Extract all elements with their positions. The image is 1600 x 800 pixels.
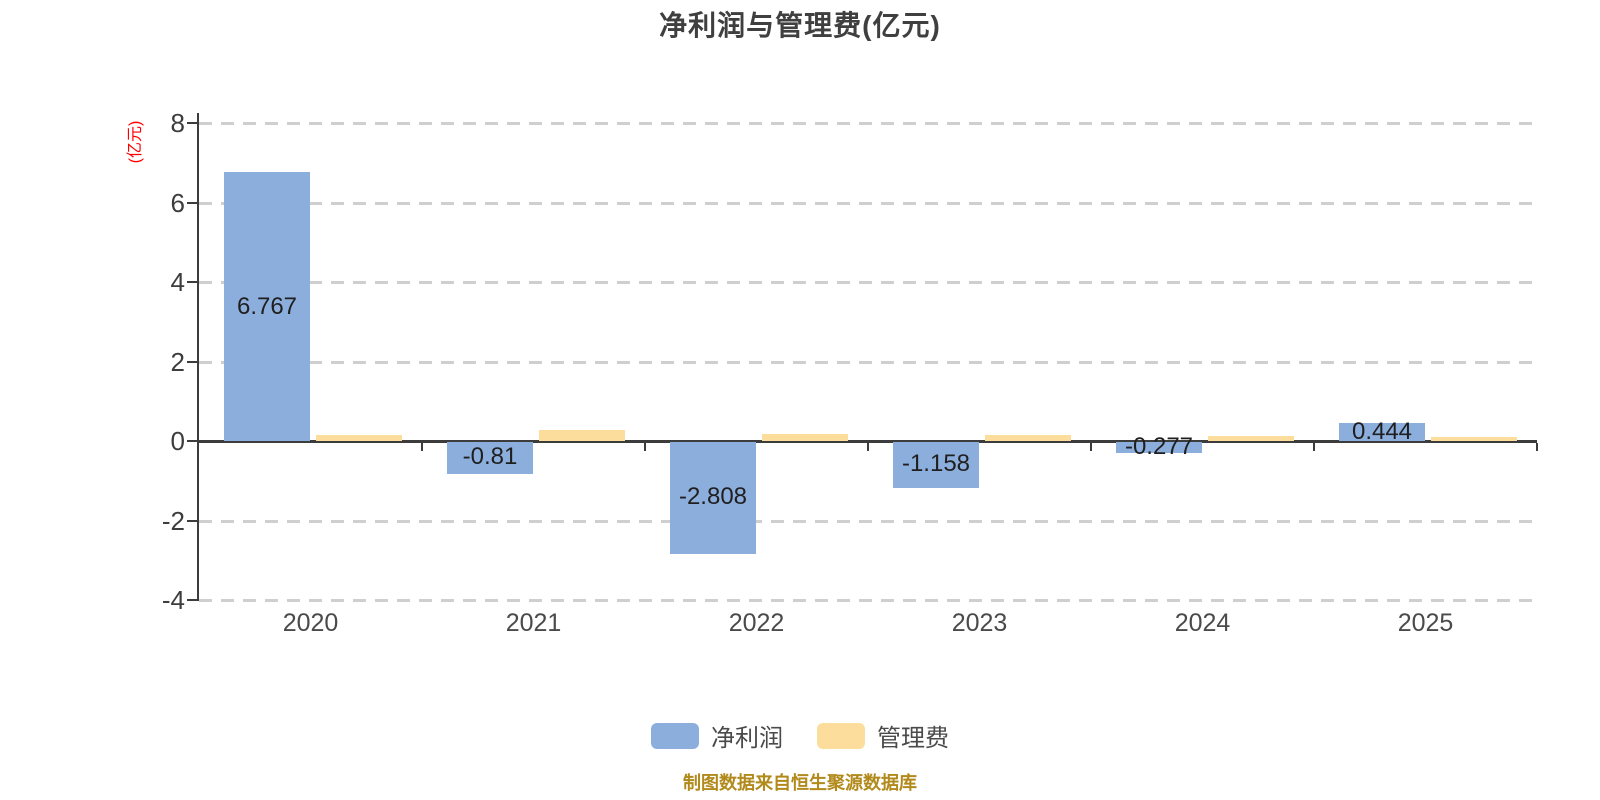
y-tick-label--4: -4 bbox=[161, 585, 185, 615]
y-tick-label-8: 8 bbox=[170, 108, 185, 138]
bar-value-label-2021: -0.81 bbox=[462, 443, 518, 470]
bar-net-profit-2025[interactable] bbox=[1339, 423, 1425, 441]
gridline-y--4 bbox=[199, 599, 1537, 602]
gridline-y-4 bbox=[199, 281, 1537, 284]
bar-net-profit-2023[interactable] bbox=[893, 442, 979, 488]
y-axis-tick-8 bbox=[187, 122, 199, 124]
x-tick-label-2020: 2020 bbox=[282, 609, 339, 637]
bar-management-fee-2020[interactable] bbox=[316, 435, 402, 441]
legend: 净利润 管理费 bbox=[0, 718, 1600, 753]
legend-item-management-fee[interactable]: 管理费 bbox=[817, 718, 949, 753]
bar-value-label-2025: 0.444 bbox=[1351, 418, 1413, 445]
bar-value-label-2022: -2.808 bbox=[678, 483, 748, 510]
y-tick-label--2: -2 bbox=[161, 505, 185, 536]
bar-net-profit-2024[interactable] bbox=[1116, 442, 1202, 453]
x-axis-tick-2 bbox=[644, 443, 646, 451]
legend-label-net-profit: 净利润 bbox=[711, 725, 783, 752]
bar-value-label-2020: 6.767 bbox=[236, 293, 298, 320]
net-profit-swatch-icon bbox=[651, 722, 699, 749]
x-tick-label-2021: 2021 bbox=[505, 609, 562, 637]
gridline-y-8 bbox=[199, 122, 1537, 125]
x-tick-label-2025: 2025 bbox=[1397, 609, 1454, 637]
bar-value-label-2024: -0.277 bbox=[1124, 433, 1194, 460]
bar-management-fee-2023[interactable] bbox=[985, 435, 1071, 441]
legend-label-management-fee: 管理费 bbox=[877, 725, 949, 752]
x-axis-tick-1 bbox=[421, 443, 423, 451]
y-tick-label-6: 6 bbox=[170, 187, 185, 218]
bar-management-fee-2022[interactable] bbox=[762, 434, 848, 441]
x-axis-line bbox=[199, 440, 1537, 443]
bar-management-fee-2024[interactable] bbox=[1208, 436, 1294, 441]
x-tick-label-2022: 2022 bbox=[728, 609, 785, 637]
y-axis-line bbox=[197, 113, 199, 600]
x-tick-label-2023: 2023 bbox=[951, 609, 1008, 637]
gridline-y-6 bbox=[199, 201, 1537, 205]
gridline-y--2 bbox=[199, 519, 1537, 523]
y-tick-label-0: 0 bbox=[170, 426, 185, 456]
y-axis-tick-0 bbox=[187, 440, 199, 442]
y-tick-label-4: 4 bbox=[170, 267, 185, 297]
y-axis-tick--4 bbox=[187, 599, 199, 601]
bar-management-fee-2021[interactable] bbox=[539, 430, 625, 441]
x-tick-label-2024: 2024 bbox=[1174, 609, 1231, 637]
x-axis-tick-6 bbox=[1536, 443, 1538, 451]
chart-title: 净利润与管理费(亿元) bbox=[659, 10, 941, 41]
y-axis-tick-6 bbox=[187, 201, 199, 204]
legend-item-net-profit[interactable]: 净利润 bbox=[651, 718, 783, 753]
data-source-note: 制图数据来自恒生聚源数据库 bbox=[683, 773, 917, 793]
x-axis-tick-3 bbox=[867, 443, 869, 451]
gridline-y-2 bbox=[199, 360, 1537, 364]
bar-value-label-2023: -1.158 bbox=[901, 450, 971, 477]
x-axis-tick-4 bbox=[1090, 443, 1092, 451]
bar-net-profit-2021[interactable] bbox=[447, 442, 533, 474]
bar-net-profit-2020[interactable] bbox=[224, 172, 310, 441]
y-axis-tick-2 bbox=[187, 360, 199, 363]
bar-net-profit-2022[interactable] bbox=[670, 442, 756, 554]
y-tick-label-2: 2 bbox=[170, 346, 185, 377]
management-fee-swatch-icon bbox=[817, 722, 865, 749]
x-axis-tick-5 bbox=[1313, 443, 1315, 451]
y-axis-tick-4 bbox=[187, 281, 199, 283]
y-axis-tick--2 bbox=[187, 519, 199, 522]
bar-management-fee-2025[interactable] bbox=[1431, 437, 1517, 441]
